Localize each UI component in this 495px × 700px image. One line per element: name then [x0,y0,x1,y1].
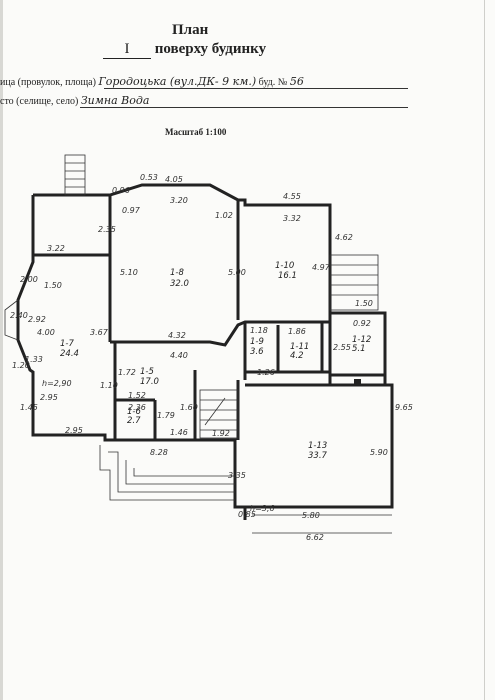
stair-right [329,254,379,311]
outer-wall-left-bottom [16,195,245,509]
dim-432: 4.32 [168,331,186,340]
stair-bottom [99,445,235,501]
dim-179: 1.79 [157,411,175,420]
dim-096: 0.96 [112,186,130,195]
dim-133: 1.33 [25,355,43,364]
settlement-row: сто (селище, село) Зимна Вода [0,94,149,107]
room-1-7-area: 24.4 [60,349,79,359]
dim-295a: 2.95 [40,393,58,402]
dim-118: 1.18 [250,326,268,335]
room-1-11-id: 1-11 [290,342,309,352]
dim-440: 4.40 [170,351,188,360]
dim-145: 1.45 [20,403,38,412]
settlement-underline [80,107,408,108]
dim-335: 3.35 [228,471,246,480]
room-1-5-area: 17.0 [140,377,159,387]
room-1-13-area: 33.7 [308,451,328,461]
room-labels: 1-8 32.0 1-10 16.1 1-7 24.4 1-5 17.0 1-6… [60,261,371,461]
street-value: Городоцька (вул.ДК- 9 км.) [98,75,257,88]
room-1-6-area: 2.7 [127,416,141,426]
house-label: буд. № [258,77,288,88]
page-edge-left [0,0,3,700]
dim-146: 1.46 [170,428,188,437]
dim-965: 9.65 [395,403,413,412]
dim-053: 0.53 [140,173,158,182]
stair-interior [199,389,239,439]
dimension-labels: 4.05 0.96 0.53 4.55 0.97 3.20 1.02 3.32 … [10,173,413,542]
page-title: План [172,22,209,38]
dim-186: 1.86 [288,327,306,336]
dim-497: 4.97 [312,263,331,272]
dim-160: 1.60 [180,403,198,412]
dim-200: 2.00 [20,275,38,284]
dim-120: 1.20 [12,361,30,370]
outer-wall-top-right [33,183,394,520]
dim-152: 1.52 [128,391,146,400]
height-h2: h=3,6 [250,504,275,513]
floor-heading: I поверху будинку [103,41,266,59]
room-1-10-id: 1-10 [275,261,294,271]
dim-292: 2.92 [28,315,46,324]
room-1-8-area: 32.0 [170,279,189,289]
dim-255: 2.55 [333,343,351,352]
bay-window [4,299,19,341]
settlement-label: сто (селище, село) [0,96,79,107]
settlement-value: Зимна Вода [80,94,150,107]
dim-235: 2.35 [98,225,116,234]
room-1-12-area: 5.1 [352,344,366,354]
dim-322: 3.22 [47,244,65,253]
street-row: ица (провулок, площа) Городоцька (вул.ДК… [0,75,304,88]
chimney-mark [354,379,361,386]
scale-label: Масштаб 1:100 [165,127,227,137]
dim-367: 3.67 [90,328,109,337]
room-1-13-id: 1-13 [308,441,327,451]
height-h1: h=2,90 [42,379,72,388]
dim-828: 8.28 [150,448,168,457]
stair-top [64,154,86,196]
room-1-9-id: 1-9 [250,337,264,347]
dim-172: 1.72 [118,368,136,377]
dim-240: 2.40 [10,311,28,320]
dim-192: 1.92 [212,429,230,438]
street-underline [104,88,408,89]
dim-295b: 2.95 [65,426,83,435]
walls [16,183,394,520]
dim-590: 5.90 [370,448,388,457]
dim-510: 5.10 [120,268,138,277]
dim-662: 6.62 [306,533,324,542]
page-edge-right [484,0,485,700]
floor-number: I [103,41,151,59]
dim-097: 0.97 [122,206,141,215]
dim-150b: 1.50 [355,299,373,308]
dim-462: 4.62 [335,233,353,242]
room-1-11-area: 4.2 [290,351,304,361]
dim-085: 0.85 [238,510,256,519]
room-1-10-area: 16.1 [278,271,297,281]
dim-400: 4.00 [37,328,55,337]
dim-320: 3.20 [170,196,188,205]
dim-126: 1.26 [257,368,275,377]
room-1-5-id: 1-5 [140,367,154,377]
dim-332: 3.32 [283,214,301,223]
dim-500: 5.00 [228,268,246,277]
dim-102: 1.02 [215,211,233,220]
floor-suffix: поверху будинку [154,41,267,57]
room-1-9-area: 3.6 [250,347,264,357]
room-1-8-id: 1-8 [170,268,184,278]
dim-405: 4.05 [165,175,183,184]
dim-236: 2.36 [128,403,146,412]
room-1-7-id: 1-7 [60,339,74,349]
room-1-6-id: 1-6 [127,407,141,417]
house-value: 56 [289,75,304,88]
street-label: ица (провулок, площа) [0,77,96,88]
dim-455: 4.55 [283,192,301,201]
dim-150a: 1.50 [44,281,62,290]
room-1-12-id: 1-12 [352,335,371,345]
dim-110: 1.10 [100,381,118,390]
wall-4 [110,320,330,347]
dim-092: 0.92 [353,319,371,328]
dim-580: 5.80 [302,511,320,520]
